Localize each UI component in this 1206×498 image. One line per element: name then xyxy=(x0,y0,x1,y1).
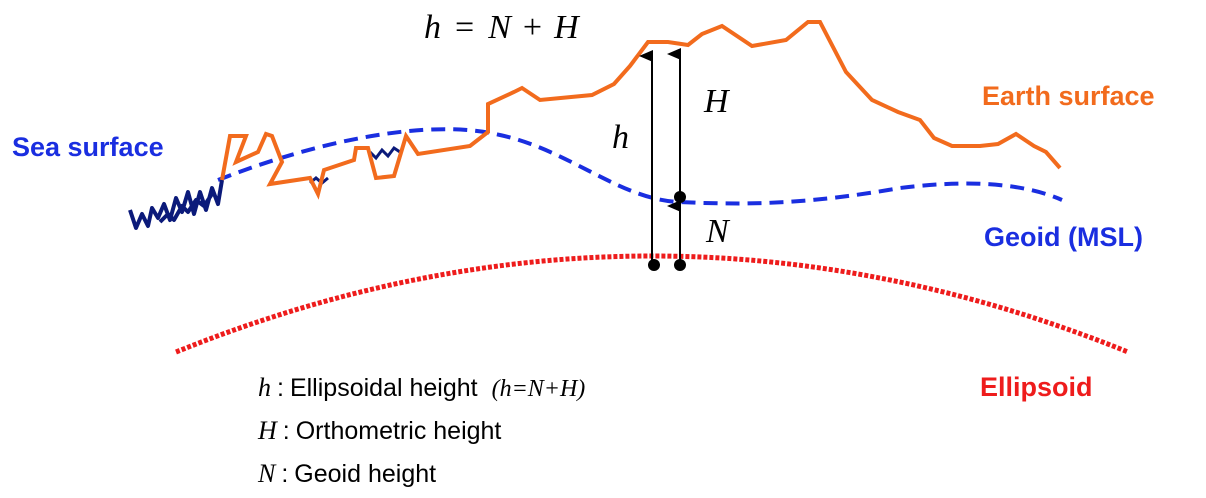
geoid-curve xyxy=(217,127,1063,206)
legend-row-h: h:Ellipsoidal height (h=N+H) xyxy=(258,373,585,403)
earth-surface-label: Earth surface xyxy=(982,81,1155,111)
legend-text: Geoid height xyxy=(294,460,437,488)
legend-text: Ellipsoidal height xyxy=(289,374,478,402)
geoid-label: Geoid (MSL) xyxy=(984,222,1143,252)
legend-colon: : xyxy=(281,460,289,488)
sea-wave xyxy=(128,179,224,230)
formula: h=N+H xyxy=(424,9,581,46)
legend-text: Orthometric height xyxy=(295,417,502,445)
legend-colon: : xyxy=(282,417,290,445)
legend-symbol: N xyxy=(258,459,276,488)
N-marker: N xyxy=(705,213,731,250)
h-marker: h xyxy=(612,119,629,156)
legend-formula: (h=N+H) xyxy=(491,376,586,402)
ellipsoid-label: Ellipsoid xyxy=(980,372,1093,402)
legend-symbol: H xyxy=(258,416,277,445)
legend-row-N: N:Geoid height xyxy=(258,459,436,489)
earth-surface-line xyxy=(220,20,1062,200)
legend-colon: : xyxy=(277,374,284,402)
legend-row-H: H:Orthometric height xyxy=(258,416,501,446)
geoid-point xyxy=(674,191,686,203)
ellipsoid-point-1 xyxy=(648,259,660,271)
ellipsoid-point-2 xyxy=(674,259,686,271)
legend-symbol: h xyxy=(258,373,271,402)
sea-surface-label: Sea surface xyxy=(12,132,164,162)
H-marker: H xyxy=(703,83,731,120)
sea-wave-small-2 xyxy=(368,145,401,161)
